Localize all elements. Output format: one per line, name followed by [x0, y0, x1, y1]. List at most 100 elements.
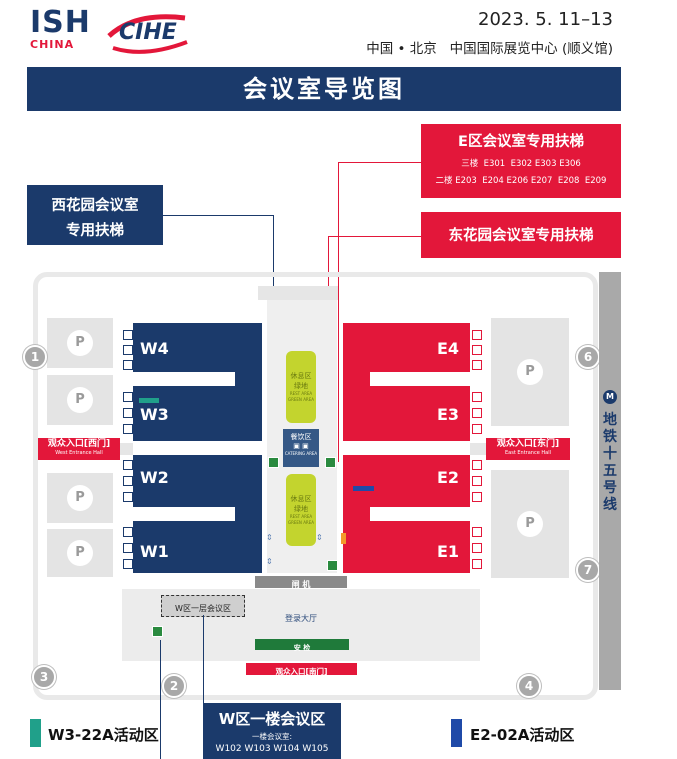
corridor-arrow-icon: ⇕	[266, 533, 273, 542]
west-entrance-connector	[120, 443, 133, 455]
security-check-label: 安 检	[293, 644, 311, 652]
escalator-icon	[472, 527, 482, 537]
legend-e2-label: E2-02A活动区	[470, 726, 575, 744]
escalator-icon	[123, 460, 133, 470]
e-zone-escalator-callout: E区会议室专用扶梯 三楼 E301 E302 E303 E306 二楼 E203…	[421, 124, 621, 198]
event-location: 中国 • 北京 中国国际展览中心 (顺义馆)	[366, 41, 613, 57]
security-check-bar: 安 检	[255, 639, 349, 652]
west-garden-callout-line2: 专用扶梯	[66, 223, 124, 239]
escalator-icon	[123, 360, 133, 370]
east-entrance-label: 观众入口[东门] East Entrance Hall	[486, 438, 570, 460]
catering-area-en: CATERING AREA	[284, 451, 318, 456]
e-zone-callout-line2: 二楼 E203 E204 E206 E207 E208 E209	[435, 176, 607, 186]
east-garden-callout-text: 东花园会议室专用扶梯	[448, 228, 594, 244]
gate-1-marker: 4	[517, 674, 541, 698]
corridor-arrow-icon: ⇕	[266, 557, 273, 566]
cihe-logo-text: CIHE	[119, 20, 177, 45]
parking-icon: P	[67, 540, 93, 566]
page-title: 会议室导览图	[243, 75, 405, 103]
escalator-icon	[472, 424, 482, 434]
west-entrance-en: West Entrance Hall	[55, 450, 103, 456]
w-zone-leader-v	[203, 615, 204, 703]
parking-icon: P	[67, 330, 93, 356]
escalator-icon	[472, 392, 482, 402]
escalator-icon	[123, 527, 133, 537]
west-gap-w4-w3	[133, 372, 235, 386]
w3-22a-activity-marker	[139, 398, 159, 403]
e-zone-callout-title: E区会议室专用扶梯	[458, 134, 584, 150]
cihe-logo: CIHE	[105, 10, 195, 54]
catering-area: 餐饮区 ▣ ▣ CATERING AREA	[283, 429, 319, 467]
metro-line-15-bar	[599, 272, 621, 690]
e-zone-leader-h	[338, 162, 421, 163]
venue-top-notch	[258, 286, 338, 300]
cihe-swoosh-icon	[107, 14, 188, 54]
escalator-icon	[123, 408, 133, 418]
escalator-icon	[472, 476, 482, 486]
gate-6-marker: 6	[576, 345, 600, 369]
gate-machine-bar: 闸 机	[255, 576, 347, 589]
parking-lot-w-upper: P	[47, 375, 113, 425]
escalator-icon	[472, 408, 482, 418]
rest-area-upper-cn: 休息区 绿地	[290, 372, 312, 390]
west-garden-escalator-callout: 西花园会议室 专用扶梯	[27, 185, 163, 245]
parking-icon: P	[67, 387, 93, 413]
escalator-icon	[123, 345, 133, 355]
escalator-icon	[123, 392, 133, 402]
lobby-escalator-icon	[152, 626, 163, 637]
west-garden-callout-line1: 西花园会议室	[51, 198, 139, 214]
west-gap-w2-w1	[133, 507, 235, 521]
legend-e2-swatch	[451, 719, 462, 747]
west-entrance-label: 观众入口[西门] West Entrance Hall	[38, 438, 120, 460]
east-garden-leader-h	[328, 236, 421, 237]
parking-icon: P	[517, 511, 543, 537]
rest-area-upper-en: REST AREA GREEN AREA	[288, 391, 314, 402]
gate-7-marker: 7	[576, 558, 600, 582]
parking-lot-e-top: P	[491, 318, 569, 426]
e2-02a-activity-marker	[353, 486, 374, 491]
escalator-icon	[472, 492, 482, 502]
gate-4-marker: 1	[23, 345, 47, 369]
title-banner: 会议室导览图	[27, 67, 621, 111]
escalator-icon	[472, 360, 482, 370]
escalator-icon	[123, 492, 133, 502]
w-zone-first-floor-callout: W区一楼会议区 一楼会议室: W102 W103 W104 W105	[203, 703, 341, 759]
escalator-icon	[123, 476, 133, 486]
escalator-icon	[123, 330, 133, 340]
w-zone-callout-sub: 一楼会议室:	[251, 732, 293, 741]
hall-w3-label: W3	[140, 405, 169, 424]
escalator-icon	[123, 543, 133, 553]
east-entrance-en: East Entrance Hall	[505, 450, 551, 456]
catering-icon: ▣ ▣	[293, 442, 309, 450]
metro-icon: M	[603, 390, 617, 404]
w-zone-meeting-area-label: W区一层会议区	[175, 604, 231, 613]
east-entrance-cn: 观众入口[东门]	[496, 439, 560, 449]
venue-outline	[33, 272, 598, 700]
metro-line-15-label: 地铁十五号线	[603, 412, 617, 513]
hall-w1-label: W1	[140, 542, 169, 561]
rest-area-upper: 休息区 绿地 REST AREA GREEN AREA	[286, 351, 316, 423]
w-zone-callout-title: W区一楼会议区	[218, 710, 326, 728]
escalator-icon	[472, 543, 482, 553]
event-date: 2023. 5. 11–13	[478, 9, 613, 30]
east-gap-e4-e3	[370, 372, 470, 386]
east-gap-e3-e2	[343, 441, 470, 455]
hall-w4-label: W4	[140, 339, 169, 358]
gate-2-marker: 2	[162, 674, 186, 698]
e-zone-callout-line1: 三楼 E301 E302 E303 E306	[461, 159, 581, 169]
rest-area-lower-cn: 休息区 绿地	[290, 495, 312, 513]
escalator-icon	[123, 424, 133, 434]
parking-icon: P	[517, 359, 543, 385]
lobby-escalator-leader-v	[160, 640, 161, 759]
escalator-icon	[472, 345, 482, 355]
e-zone-leader-v	[338, 162, 339, 462]
hall-w2-label: W2	[140, 468, 169, 487]
west-garden-escalator-icon	[268, 457, 279, 468]
escalator-icon	[472, 460, 482, 470]
hall-e1-label: E1	[437, 542, 460, 561]
rest-area-lower: 休息区 绿地 REST AREA GREEN AREA	[286, 474, 316, 546]
parking-lot-e-bottom: P	[491, 470, 569, 578]
e1-orange-marker	[341, 533, 346, 544]
w-zone-callout-rooms: W102 W103 W104 W105	[215, 744, 329, 754]
legend-w3-swatch	[30, 719, 41, 747]
